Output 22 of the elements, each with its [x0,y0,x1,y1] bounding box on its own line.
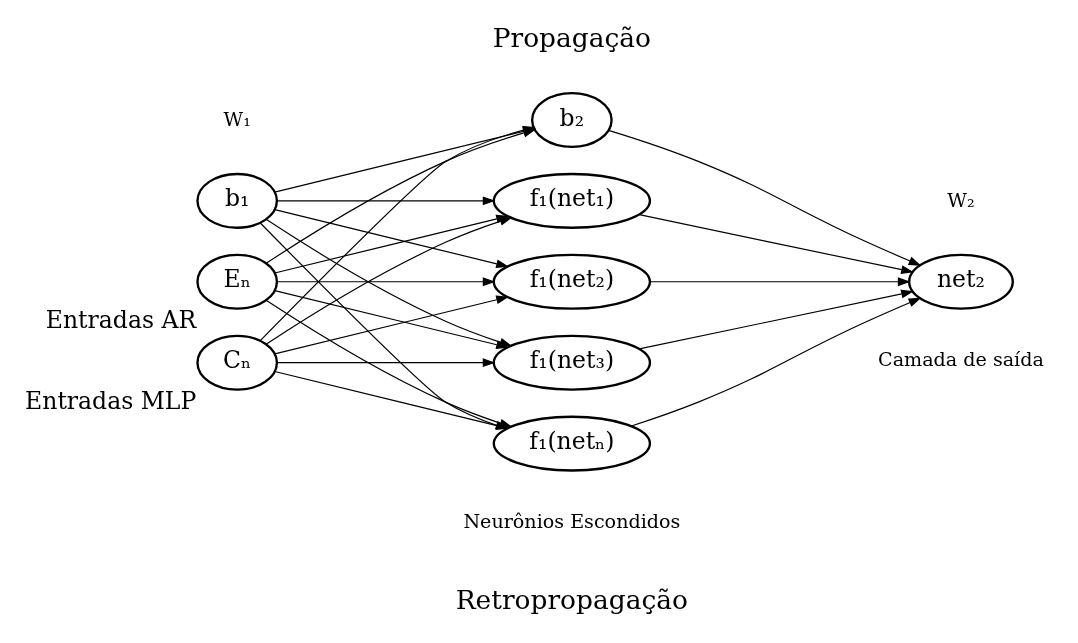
arrow [638,214,914,274]
label: Neurônios Escondidos [462,510,680,534]
label: Propagação [492,22,651,53]
label: Retropropagação [455,583,688,615]
node-ellipse: Cₙ [195,334,278,391]
node-label: Entradas AR [45,305,196,334]
node-ellipse: b₁ [195,172,278,229]
node-ellipse: Eₙ [195,253,278,310]
arrow [273,290,509,349]
arrow [649,277,910,287]
arrow [276,277,495,287]
arrow [607,129,921,266]
node-ellipse: b₂ [530,91,613,148]
node-label: Entradas MLP [24,386,196,415]
label: W₂ [946,189,975,213]
arrow [630,297,921,427]
arrow [638,289,914,350]
arrow [276,358,495,368]
label: Camada de saída [877,348,1044,372]
label: W₁ [223,108,251,132]
arrow [273,295,509,355]
arrow [276,196,495,206]
